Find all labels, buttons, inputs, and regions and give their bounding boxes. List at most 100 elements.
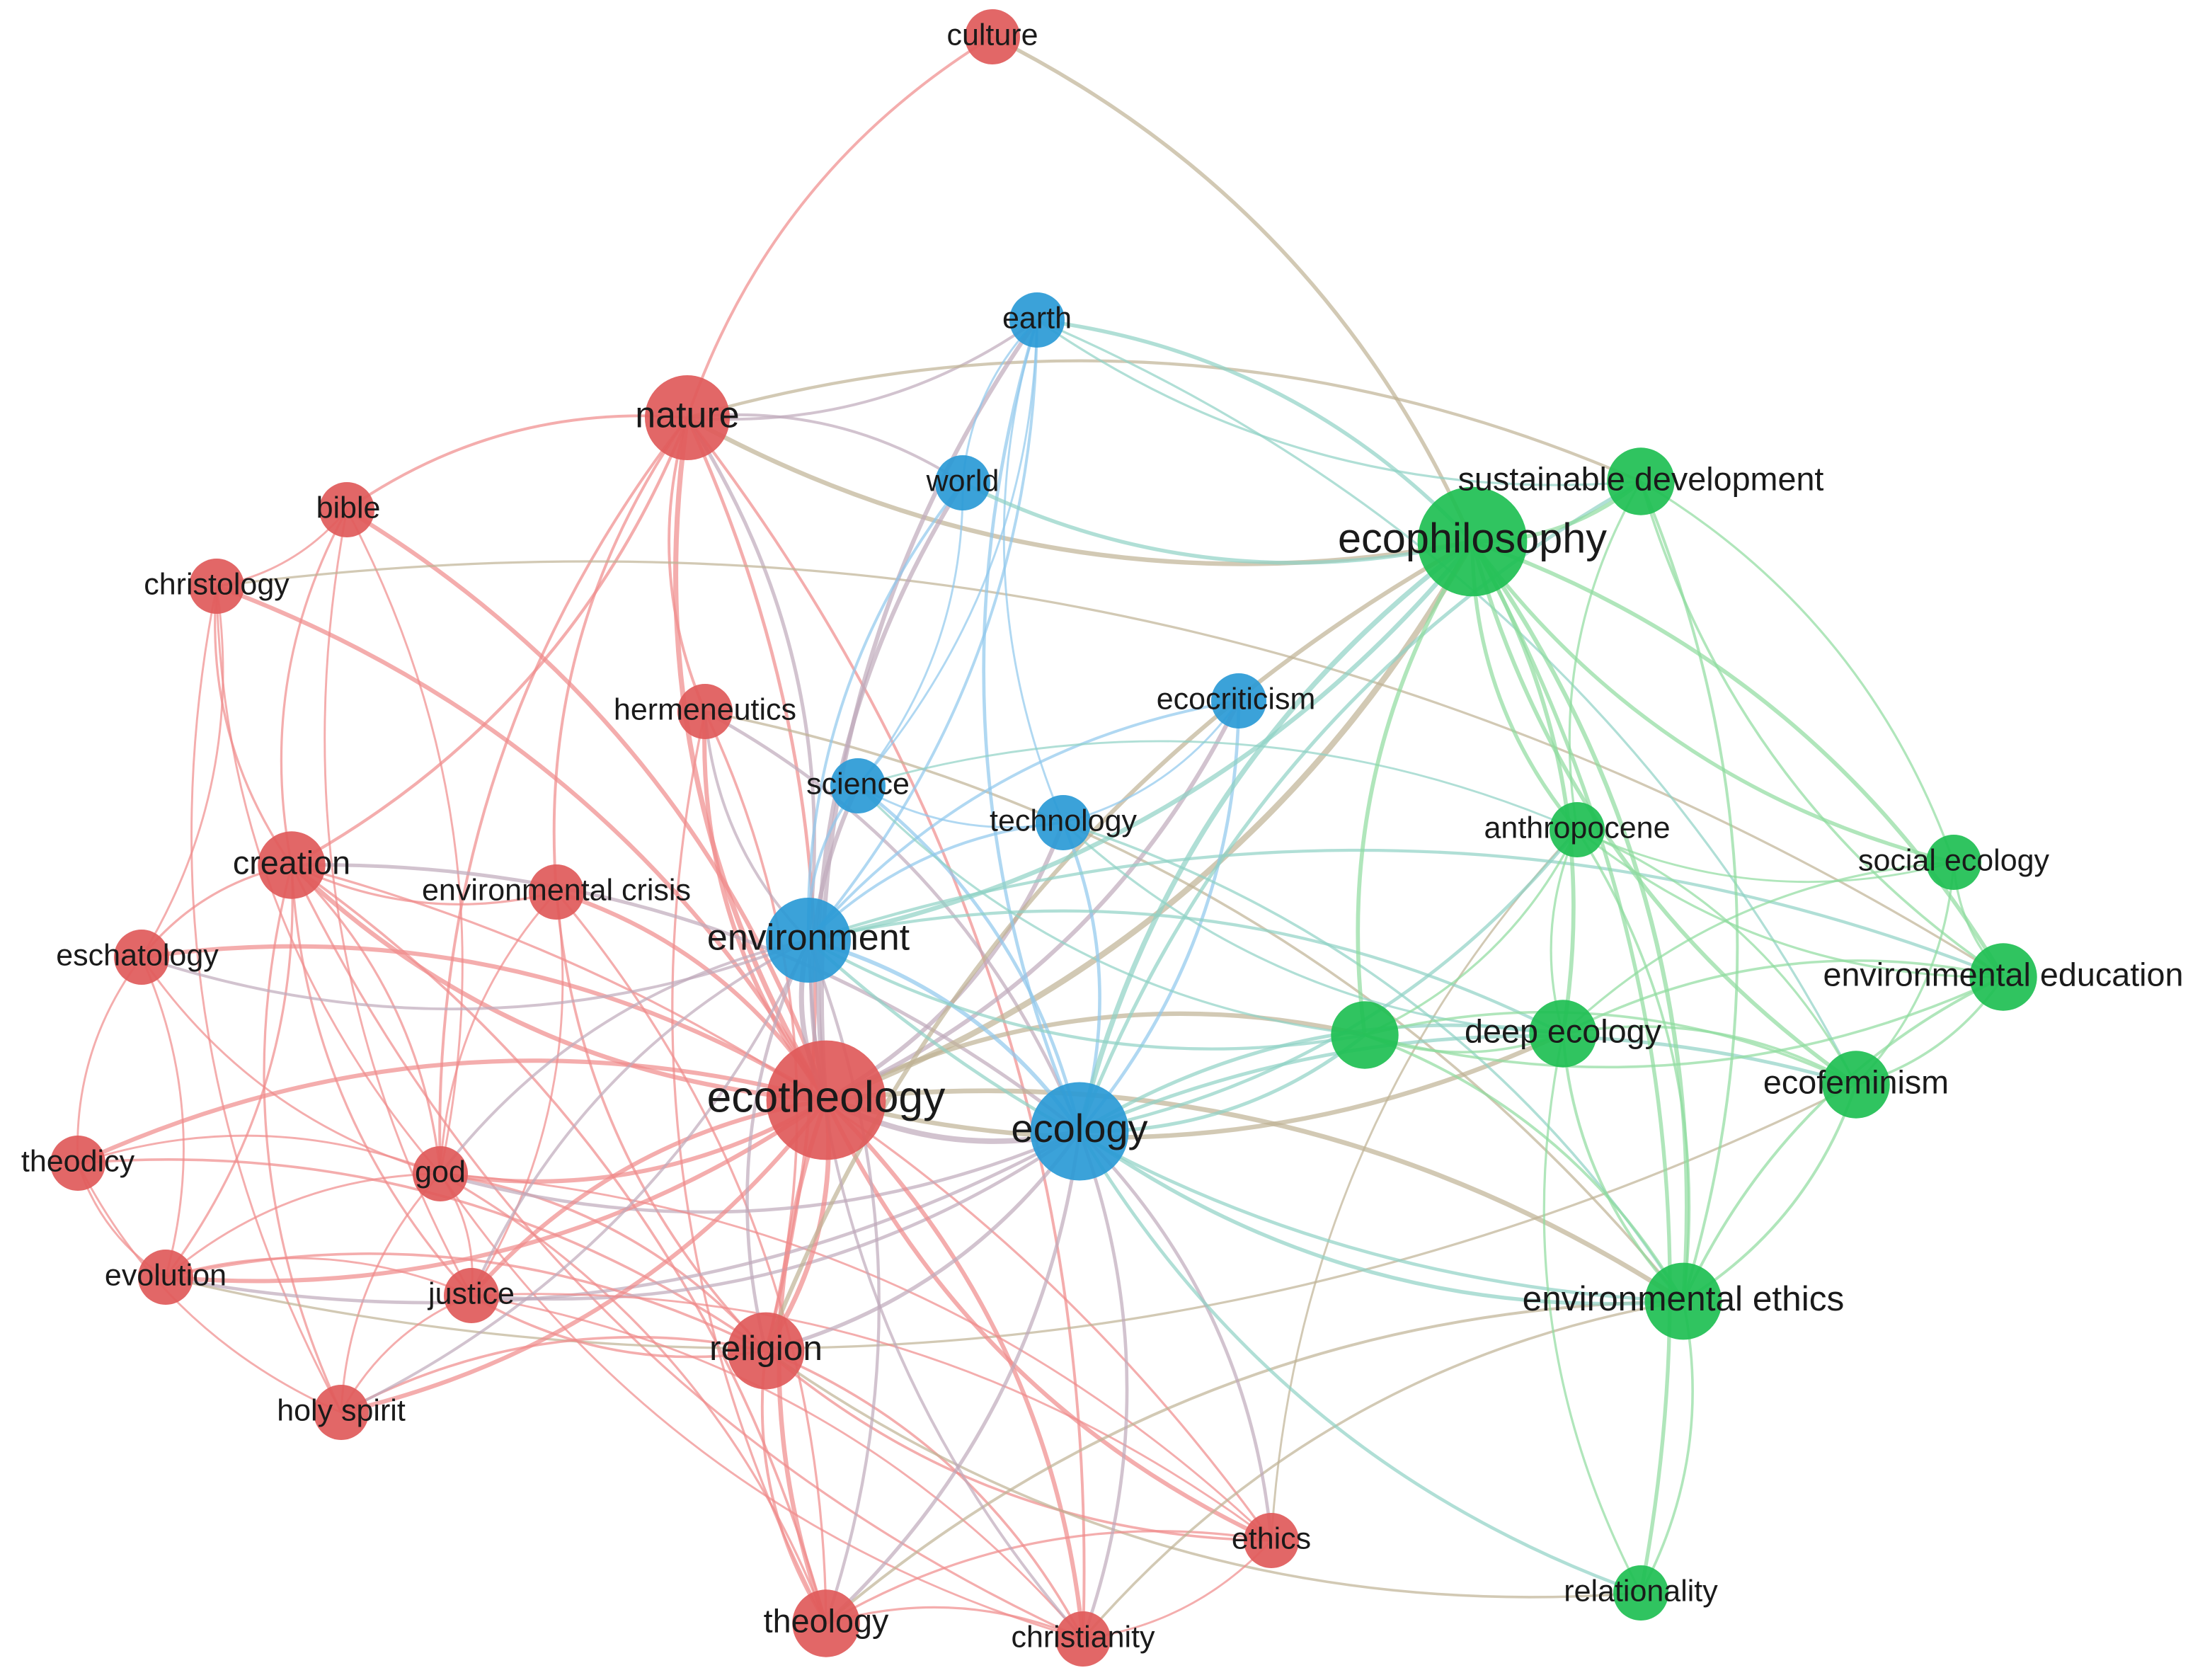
node-ecofeminism[interactable] <box>1822 1051 1890 1119</box>
link-god-religion <box>440 1172 767 1352</box>
label-christology: christology <box>144 567 290 601</box>
link-eschatology-environment <box>141 939 809 1011</box>
label-ecophilosophy: ecophilosophy <box>1338 515 1607 562</box>
node-hermeneutics[interactable] <box>677 684 733 739</box>
link-ecophilosophy-social_ecology <box>1470 540 1954 864</box>
link-eschatology-ecotheology <box>141 944 827 1102</box>
link-ecology-ecophilosophy <box>1077 539 1474 1132</box>
node-environmental-education[interactable] <box>1969 943 2037 1011</box>
link-god-holy_spirit <box>340 1173 442 1413</box>
node-ecology[interactable] <box>1030 1082 1129 1181</box>
link-nature-earth <box>687 319 1038 421</box>
node-god[interactable] <box>413 1146 468 1201</box>
link-environmental_education-deep_ecology <box>1562 959 2004 1035</box>
link-hermeneutics-theology <box>671 711 827 1624</box>
link-justice-religion <box>471 1294 767 1359</box>
node-deep-ecology[interactable] <box>1529 1000 1597 1068</box>
node-sustainable-development[interactable] <box>1607 447 1675 515</box>
link-god-christianity <box>439 1173 1084 1640</box>
label-environmental-ethics: environmental ethics <box>1523 1279 1845 1318</box>
link-anthropocene-environmental_education <box>1576 828 2004 978</box>
label-world: world <box>926 464 1000 498</box>
link-theology-environmental_ethics <box>825 1300 1684 1625</box>
link-nature-creation <box>290 417 689 867</box>
node-environmental-ethics[interactable] <box>1644 1262 1722 1340</box>
link-environment-deep_ecology <box>808 909 1564 1035</box>
link-christianity-environmental_ethics <box>1082 1300 1684 1640</box>
link-ecology-environmental_ethics <box>1078 1129 1684 1306</box>
link-god-evolution <box>165 1172 441 1279</box>
node-ethics[interactable] <box>1244 1513 1299 1568</box>
link-environmental_crisis-religion <box>555 891 767 1352</box>
link-earth-science <box>857 319 1038 787</box>
link-ecotheology-unlabeled_green <box>825 1011 1365 1102</box>
node-christology[interactable] <box>189 559 244 614</box>
link-science-anthropocene <box>857 740 1578 831</box>
link-creation-justice <box>290 864 473 1297</box>
node-world[interactable] <box>935 455 990 510</box>
label-religion: religion <box>709 1328 823 1368</box>
label-science: science <box>806 767 910 801</box>
node-culture[interactable] <box>965 9 1020 64</box>
label-social-ecology: social ecology <box>1858 843 2050 877</box>
link-social_ecology-deep_ecology <box>1562 861 1954 1035</box>
node-bible[interactable] <box>319 482 374 537</box>
link-theology-ethics <box>825 1530 1272 1625</box>
link-ethics-ecology <box>1078 1130 1273 1541</box>
link-environment-environmental_ethics <box>807 939 1684 1303</box>
link-justice-christianity <box>471 1294 1084 1640</box>
node-eschatology[interactable] <box>114 930 169 985</box>
link-god-ecology <box>440 1129 1080 1214</box>
link-anthropocene-unlabeled_green <box>1364 829 1579 1036</box>
link-earth-environment <box>807 319 1038 942</box>
label-ecofeminism: ecofeminism <box>1763 1063 1949 1100</box>
link-environmental_crisis-god <box>439 891 558 1175</box>
label-deep-ecology: deep ecology <box>1465 1012 1662 1049</box>
link-earth-technology <box>1002 319 1065 823</box>
node-theodicy[interactable] <box>50 1136 105 1191</box>
link-theology-christianity <box>825 1606 1084 1640</box>
node-earth[interactable] <box>1009 292 1065 348</box>
node-justice[interactable] <box>444 1268 499 1323</box>
link-religion-christianity <box>765 1349 1084 1640</box>
label-ecology: ecology <box>1011 1106 1147 1150</box>
label-bible: bible <box>316 491 381 525</box>
node-creation[interactable] <box>258 831 326 899</box>
node-christianity[interactable] <box>1055 1611 1111 1667</box>
label-theology: theology <box>764 1602 889 1639</box>
node-environment[interactable] <box>766 898 851 983</box>
link-ecology-deep_ecology <box>1078 1023 1564 1133</box>
node-unlabeled-green[interactable] <box>1331 1001 1399 1069</box>
link-ecophilosophy-unlabeled_green <box>1356 540 1474 1036</box>
label-anthropocene: anthropocene <box>1484 811 1671 845</box>
link-nature-christianity <box>686 416 1086 1640</box>
link-science-unlabeled_green <box>857 784 1365 1036</box>
link-ecophilosophy-relationality <box>1470 540 1672 1594</box>
node-nature[interactable] <box>645 375 730 460</box>
link-religion-ethics <box>764 1349 1272 1542</box>
node-theology[interactable] <box>792 1589 860 1657</box>
node-religion[interactable] <box>727 1312 805 1390</box>
node-anthropocene[interactable] <box>1550 802 1605 857</box>
node-science[interactable] <box>830 758 886 813</box>
link-creation-evolution <box>164 864 294 1278</box>
node-holy-spirit[interactable] <box>314 1385 369 1440</box>
node-ecophilosophy[interactable] <box>1417 486 1528 597</box>
label-culture: culture <box>946 18 1038 52</box>
node-evolution[interactable] <box>138 1250 193 1305</box>
link-religion-relationality <box>764 1349 1642 1599</box>
link-evolution-ecotheology <box>165 1098 827 1284</box>
node-relationality[interactable] <box>1613 1565 1668 1621</box>
label-god: god <box>415 1155 466 1189</box>
label-ethics: ethics <box>1232 1521 1311 1555</box>
node-technology[interactable] <box>1036 795 1091 850</box>
label-hermeneutics: hermeneutics <box>614 692 796 726</box>
node-ecocriticism[interactable] <box>1211 673 1266 728</box>
node-social-ecology[interactable] <box>1926 835 1981 890</box>
node-ecotheology[interactable] <box>766 1040 886 1160</box>
label-relationality: relationality <box>1564 1574 1718 1608</box>
node-environmental-crisis[interactable] <box>529 864 584 920</box>
link-earth-ecology <box>982 319 1082 1132</box>
link-christology-environmental_education <box>216 560 2004 978</box>
link-anthropocene-environmental_ethics <box>1576 829 1691 1302</box>
